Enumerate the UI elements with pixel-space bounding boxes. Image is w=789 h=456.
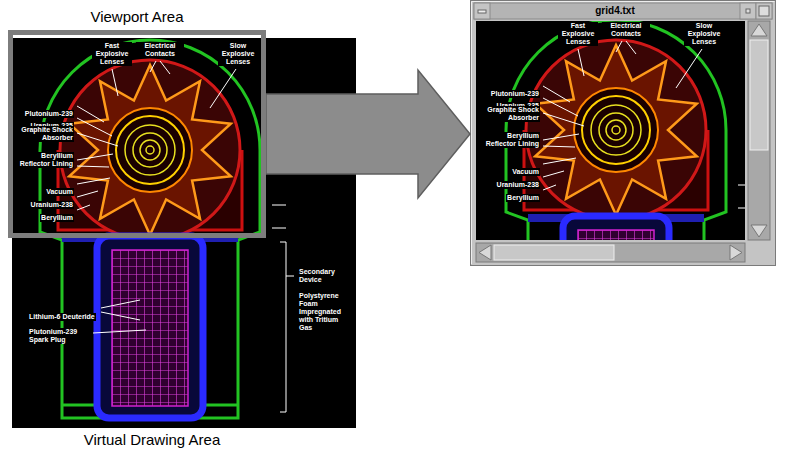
label-holder: Electrical Contacts bbox=[136, 42, 184, 60]
part-label: Vacuum bbox=[511, 168, 540, 176]
motif-window: grid4.txt bbox=[470, 0, 776, 266]
part-label: Electrical Contacts bbox=[602, 22, 650, 38]
label-holder: Slow Explosive Lenses bbox=[684, 22, 724, 48]
area-caption: Viewport Area bbox=[8, 8, 266, 26]
label-holder: Beryllium Reflector Lining bbox=[14, 152, 74, 170]
part-label: Graphite Shock Absorber bbox=[14, 126, 74, 142]
label-holder: Plutonium-239 Spark Plug bbox=[28, 328, 90, 346]
title-bar bbox=[474, 3, 772, 19]
part-label: Slow Explosive Lenses bbox=[218, 42, 258, 66]
part-label: Polystyrene Foam Impregnated with Tritiu… bbox=[298, 292, 350, 332]
label-holder: Lithium-6 Deuteride bbox=[28, 305, 98, 323]
bomb-drawing bbox=[40, 40, 294, 418]
part-label: Beryllium bbox=[40, 214, 74, 222]
label-holder: Secondary Device bbox=[298, 268, 348, 286]
label-holder: Fast Explosive Lenses bbox=[92, 42, 132, 68]
part-label: Fast Explosive Lenses bbox=[558, 22, 598, 46]
part-label: Plutonium-239 bbox=[24, 110, 74, 118]
horizontal-scrollbar bbox=[476, 243, 745, 262]
vertical-scrollbar bbox=[748, 21, 770, 240]
scroll-arrow bbox=[751, 24, 767, 36]
label-holder: Plutonium-239 bbox=[14, 102, 74, 120]
label-holder: Slow Explosive Lenses bbox=[218, 42, 258, 68]
label-holder: Plutonium-239 bbox=[480, 82, 540, 100]
part-label: Beryllium bbox=[506, 194, 540, 202]
label-holder: Fast Explosive Lenses bbox=[558, 22, 598, 48]
part-label: Plutonium-239 Spark Plug bbox=[28, 328, 90, 344]
menu-button-bar bbox=[478, 10, 486, 13]
label-holder: Electrical Contacts bbox=[602, 22, 650, 40]
part-label: Graphite Shock Absorber bbox=[480, 106, 540, 122]
label-holder: Graphite Shock Absorber bbox=[480, 106, 540, 124]
part-label: Vacuum bbox=[45, 188, 74, 196]
viewport-frame: Viewport Area bbox=[8, 30, 266, 238]
maximize-glyph bbox=[759, 6, 769, 16]
window-title: grid4.txt bbox=[492, 3, 738, 19]
virtual-drawing-area: Virtual Drawing AreaViewport Area bbox=[12, 38, 356, 428]
bomb-drawing bbox=[506, 21, 745, 240]
scroll-slider bbox=[494, 245, 614, 260]
text-holder: grid4.txt bbox=[492, 3, 738, 19]
part-label: Lithium-6 Deuteride bbox=[28, 313, 96, 321]
label-holder: Graphite Shock Absorber bbox=[14, 126, 74, 144]
scroll-arrow bbox=[479, 245, 491, 260]
label-holder: Vacuum bbox=[14, 180, 74, 198]
label-holder: Beryllium Reflector Lining bbox=[480, 132, 540, 150]
minimize-button bbox=[740, 3, 756, 19]
part-label: Beryllium Reflector Lining bbox=[14, 152, 74, 168]
label-holder: Vacuum bbox=[480, 160, 540, 178]
minimize-glyph bbox=[746, 9, 750, 13]
window-label-layer: Fast Explosive LensesElectrical Contacts… bbox=[476, 21, 745, 240]
block-arrow bbox=[266, 70, 470, 198]
scroll-slider bbox=[750, 40, 768, 150]
window-view bbox=[506, 21, 745, 240]
part-label: Electrical Contacts bbox=[136, 42, 184, 58]
menu-button bbox=[474, 3, 490, 19]
scroll-arrow bbox=[751, 225, 767, 237]
part-label: Fast Explosive Lenses bbox=[92, 42, 132, 66]
part-label: Beryllium Reflector Lining bbox=[480, 132, 540, 148]
part-label: Uranium-238 bbox=[30, 201, 74, 209]
scroll-arrow bbox=[730, 245, 742, 260]
scroll-corner bbox=[748, 243, 770, 262]
maximize-button bbox=[756, 3, 772, 19]
text-holder: Viewport Area bbox=[8, 8, 266, 26]
label-holder: Polystyrene Foam Impregnated with Tritiu… bbox=[298, 292, 350, 334]
part-label: Slow Explosive Lenses bbox=[684, 22, 724, 46]
part-label: Secondary Device bbox=[298, 268, 348, 284]
part-label: Uranium-238 bbox=[496, 181, 540, 189]
text-holder: Virtual Drawing Area bbox=[12, 431, 292, 449]
area-caption: Virtual Drawing Area bbox=[12, 431, 292, 449]
part-label: Plutonium-239 bbox=[490, 90, 540, 98]
